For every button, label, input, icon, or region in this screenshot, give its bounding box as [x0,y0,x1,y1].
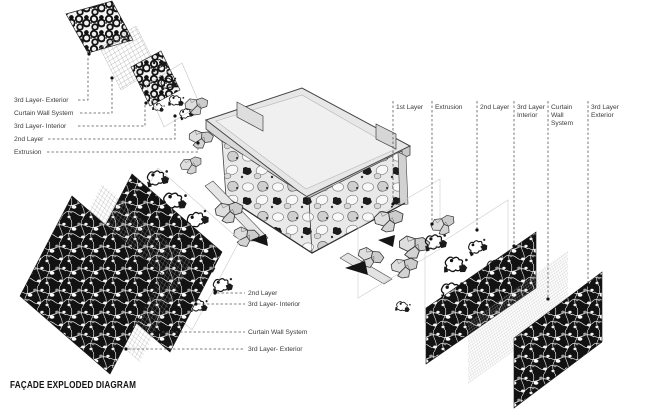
leader-curtain-wall-left [80,80,113,114]
bottom-left-leader-dots [124,291,217,351]
right-leader-dots [391,202,590,301]
upper-left-exploded-layers [65,0,215,176]
label-3rd-layer-exterior-left: 3rd Layer- Exterior [14,97,69,104]
building-fin-left [236,101,264,132]
label-curtain-wall-right-l1: Curtain [551,104,573,111]
label-curtain-wall-system-left: Curtain Wall System [14,110,74,117]
label-curtain-wall-system-bl: Curtain Wall System [248,329,308,336]
left-labels: 3rd Layer- Exterior Curtain Wall System … [14,97,74,156]
label-2nd-layer-right: 2nd Layer [480,104,510,111]
lower-left-exploded-layers [19,167,241,375]
label-3rd-layer-interior-right-l2: Interior [517,112,538,119]
right-labels: 1st Layer Extrusion 2nd Layer 3rd Layer … [396,104,620,127]
building-wall-right-return [397,151,409,206]
diagram-title: FAÇADE EXPLODED DIAGRAM [10,379,136,390]
left-leader-dots [87,52,200,145]
panel-3rd-layer-exterior-lower-left [19,195,163,375]
panel-3rd-layer-interior-right [425,231,537,365]
left-leader-lines [47,56,199,153]
extrusion-strip-right [339,178,458,299]
label-curtain-wall-right-l3: System [551,120,573,127]
building-fin-right [375,123,397,150]
label-3rd-layer-interior-left: 3rd Layer- Interior [14,123,67,130]
bottom-left-labels: 2nd Layer 3rd Layer- Interior Curtain Wa… [248,290,308,353]
label-3rd-layer-exterior-right-l2: Exterior [591,112,614,119]
building-wall-left-pattern [222,141,312,253]
extrusion-strip-left [204,180,269,251]
label-2nd-layer-bl: 2nd Layer [248,290,278,297]
building [204,87,412,254]
building-base-edge [225,196,406,254]
leader-extrusion-left [47,145,199,153]
right-leader-lines [392,101,589,298]
panel-3rd-layer-exterior-right [513,271,603,409]
label-extrusion-right: Extrusion [435,104,463,111]
label-2nd-layer-left: 2nd Layer [14,136,44,143]
leader-3rd-interior-left [78,104,146,127]
label-curtain-wall-right-l2: Wall [551,112,564,119]
panel-3rd-layer-interior-upper-left [130,50,181,107]
leader-3rd-exterior-left [78,56,89,101]
lower-right-exploded-layers [393,199,603,409]
label-1st-layer-right: 1st Layer [396,104,424,111]
label-extrusion-left: Extrusion [14,149,42,156]
curtain-wall-mesh-right [468,250,568,384]
bottom-left-leader-lines [128,292,245,350]
label-3rd-layer-exterior-bl: 3rd Layer- Exterior [248,346,303,353]
label-3rd-layer-interior-right-l1: 3rd Layer [517,104,546,111]
label-3rd-layer-exterior-right-l1: 3rd Layer [591,104,620,111]
building-wall-right-pattern [309,151,405,253]
plane-2nd-layer-right [424,199,509,324]
plane-2nd-layer-upper-left [145,62,201,128]
label-3rd-layer-interior-bl: 3rd Layer- Interior [248,301,301,308]
leader-2nd-layer-left [48,118,176,140]
